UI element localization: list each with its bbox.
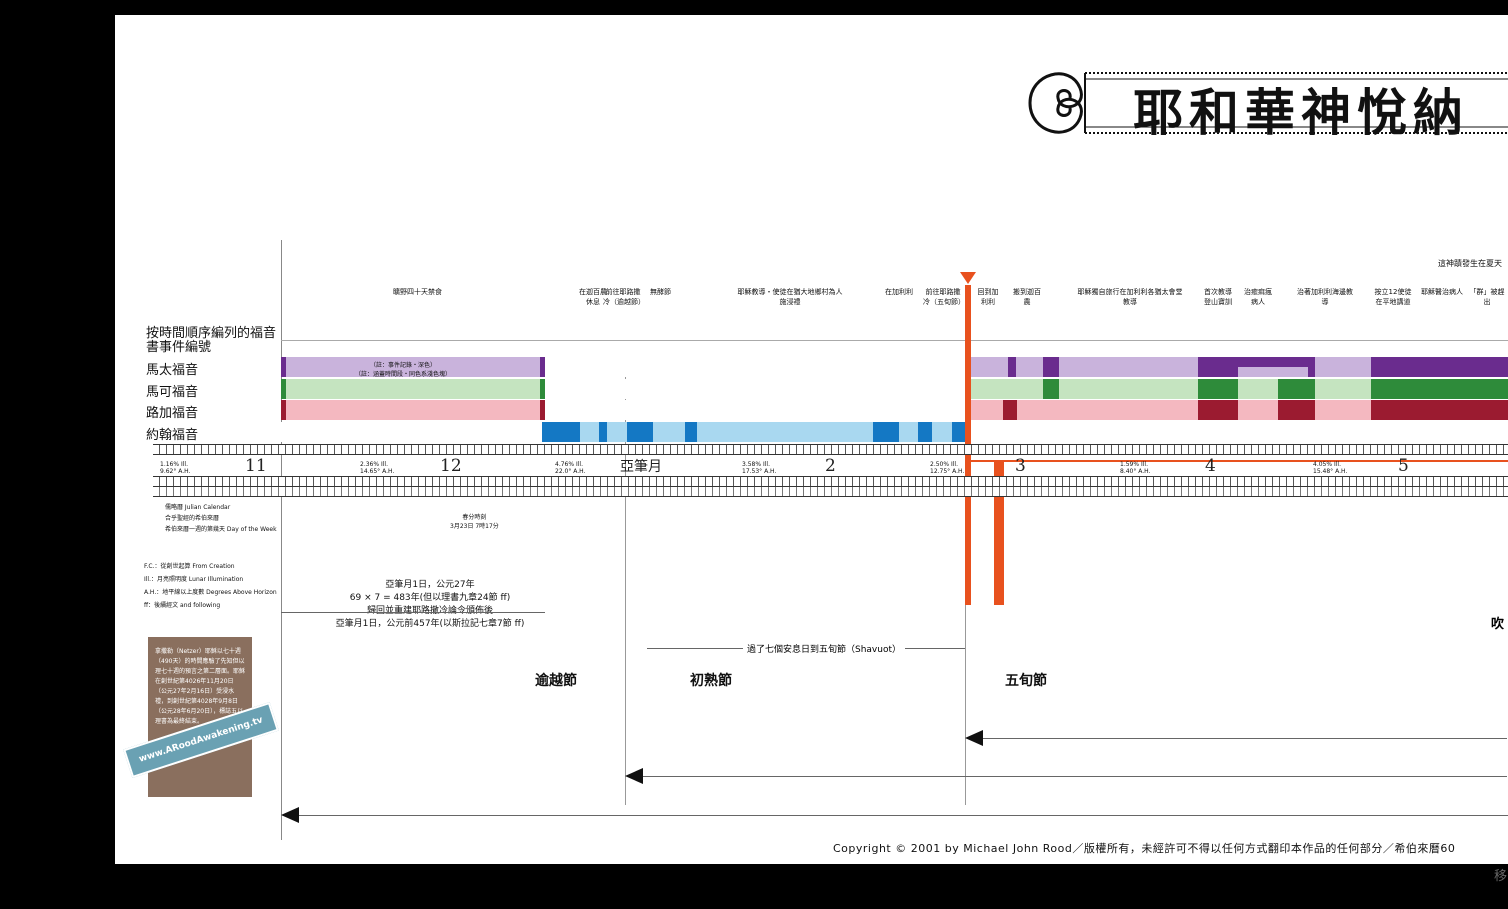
event-label: 治癒痲瘋病人: [1244, 288, 1272, 306]
mark-mark: [1043, 379, 1059, 399]
row-label-mark: 馬可福音: [146, 385, 199, 400]
color-note-1: （註：事件記錄・深色）: [370, 362, 437, 369]
festival-firstfruits: 初熟節: [690, 673, 732, 689]
mark-segment: [1238, 379, 1278, 399]
event-label: 搬到迦百農: [1013, 288, 1041, 306]
row-label-john: 約翰福音: [146, 428, 199, 443]
mark-mark: [540, 379, 545, 399]
luke-segment: [1315, 400, 1371, 420]
john-mark: [873, 422, 899, 442]
mark-gap: [545, 379, 965, 399]
month-number: 4: [1205, 456, 1216, 476]
title-ornament: [1028, 72, 1508, 134]
month-number: 亞筆月: [620, 459, 662, 475]
luke-gap: [545, 400, 965, 420]
mark-segment: [1315, 379, 1371, 399]
month-info: 4.05% Ill.15.48° A.H.: [1313, 461, 1348, 475]
row-label-matthew: 馬太福音: [146, 363, 199, 378]
john-mark: [918, 422, 932, 442]
weekday-strip: [153, 486, 1508, 497]
event-label: 無酵節: [650, 288, 671, 296]
badge-text: 拿撒勒（Netzer）耶穌以七十週（490天）的時間應驗了先知但以理七十週的預言…: [155, 648, 246, 725]
event-label: 曠野四十天禁食: [393, 288, 442, 296]
matthew-mark: [540, 357, 545, 377]
month-number: 12: [440, 456, 462, 476]
mark-mark: [281, 379, 286, 399]
corner-mark: 移: [1494, 869, 1508, 884]
matthew-segment: [1315, 357, 1371, 377]
month-number: 3: [1015, 456, 1026, 476]
event-label: 耶穌教導・使徒在猶大地鄉村為人施浸禮: [737, 288, 843, 306]
event-label: 在迦百農休息: [579, 288, 607, 306]
month-info: 1.16% Ill.9.62° A.H.: [160, 461, 191, 475]
matthew-segment: [1238, 367, 1308, 377]
prophecy-text: 亞筆月1日，公元27年 69 × 7 = 483年(但以理書九章24節 ff) …: [335, 580, 525, 629]
pentecost-marker-icon: [960, 272, 976, 284]
chart-paper: 耶和華神悅納 這神蹟發生在夏天 曠野四十天禁食 在迦百農休息 前往耶路撒冷（逾越…: [115, 15, 1508, 864]
event-label: 按立12使徒在平地講道: [1374, 288, 1412, 306]
month-info: 3.58% Ill.17.53° A.H.: [742, 461, 777, 475]
matthew-mark: [1008, 357, 1016, 377]
event-label: 前往耶路撒冷（逾越節）: [603, 288, 645, 306]
arrow-left-icon: [965, 730, 983, 746]
span-line-2: [627, 776, 1507, 777]
john-mark: [685, 422, 697, 442]
chart-title: 耶和華神悅納: [1133, 83, 1469, 142]
event-label: 「群」被趕出: [1469, 288, 1505, 306]
luke-mark: [540, 400, 545, 420]
event-label: 耶穌獨自旅行在加利利各猶太會堂教導: [1077, 288, 1183, 306]
luke-mark: [281, 400, 286, 420]
month-info: 4.76% Ill.22.0° A.H.: [555, 461, 586, 475]
span-line-1: [283, 815, 1508, 816]
calendar-legend: 儒略曆 Julian Calendar 合乎聖經的希伯來曆 希伯來曆一週的第幾天…: [165, 504, 277, 533]
event-label: 治著加利利海邊教導: [1297, 288, 1353, 306]
event-label: 耶穌醫治病人: [1421, 288, 1463, 296]
row-label-event-index: 按時間順序編列的福音書事件編號: [146, 326, 277, 355]
pentecost-line-h: [970, 460, 1508, 462]
festival-passover: 逾越節: [535, 673, 577, 689]
event-header-line: [281, 340, 1508, 341]
matthew-mark: [1043, 357, 1059, 377]
month-info: 2.36% Ill.14.65° A.H.: [360, 461, 395, 475]
partial-label: 吹: [1491, 617, 1505, 632]
john-mark: [599, 422, 607, 442]
row-label-luke: 路加福音: [146, 406, 199, 421]
month-info: 2.50% Ill.12.75° A.H.: [930, 461, 965, 475]
hebrew-day-strip: [153, 444, 1508, 455]
copyright: Copyright © 2001 by Michael John Rood／版權…: [833, 842, 1456, 855]
prophecy-span-line: [281, 612, 545, 613]
month-number: 11: [245, 456, 267, 476]
event-label: 首次教導登山寶訓: [1204, 288, 1232, 306]
color-note-2: （註：涵蓋時間段・同色系淺色塊）: [355, 371, 452, 378]
event-label: 回到加利利: [977, 288, 999, 306]
pentecost-bar-2: [994, 460, 1004, 605]
arrow-left-icon: [281, 807, 299, 823]
john-mark: [542, 422, 580, 442]
timeline-start-line: [281, 240, 282, 840]
month-number: 5: [1398, 456, 1409, 476]
john-mark: [627, 422, 653, 442]
shavuot-label: 過了七個安息日到五旬節（Shavuot）: [743, 642, 905, 655]
month-number: 2: [825, 456, 836, 476]
festival-pentecost: 五旬節: [1005, 673, 1047, 689]
abbreviation-legend: F.C.：從創世起算 From Creation Ill.：月亮照明度 Luna…: [144, 563, 277, 609]
arrow-left-icon: [625, 768, 643, 784]
span-line-3: [967, 738, 1507, 739]
matthew-mark: [281, 357, 286, 377]
luke-mark: [1003, 400, 1017, 420]
luke-segment: [1238, 400, 1278, 420]
event-label: 前往耶路撒冷（五旬節）: [923, 288, 965, 306]
header-note: 這神蹟發生在夏天: [1438, 259, 1502, 268]
passover-line: [625, 375, 626, 805]
matthew-segment: [281, 357, 545, 377]
month-info: 1.59% Ill.8.40° A.H.: [1120, 461, 1151, 475]
event-label: 在加利利: [885, 288, 913, 296]
matthew-gap: [545, 357, 965, 377]
